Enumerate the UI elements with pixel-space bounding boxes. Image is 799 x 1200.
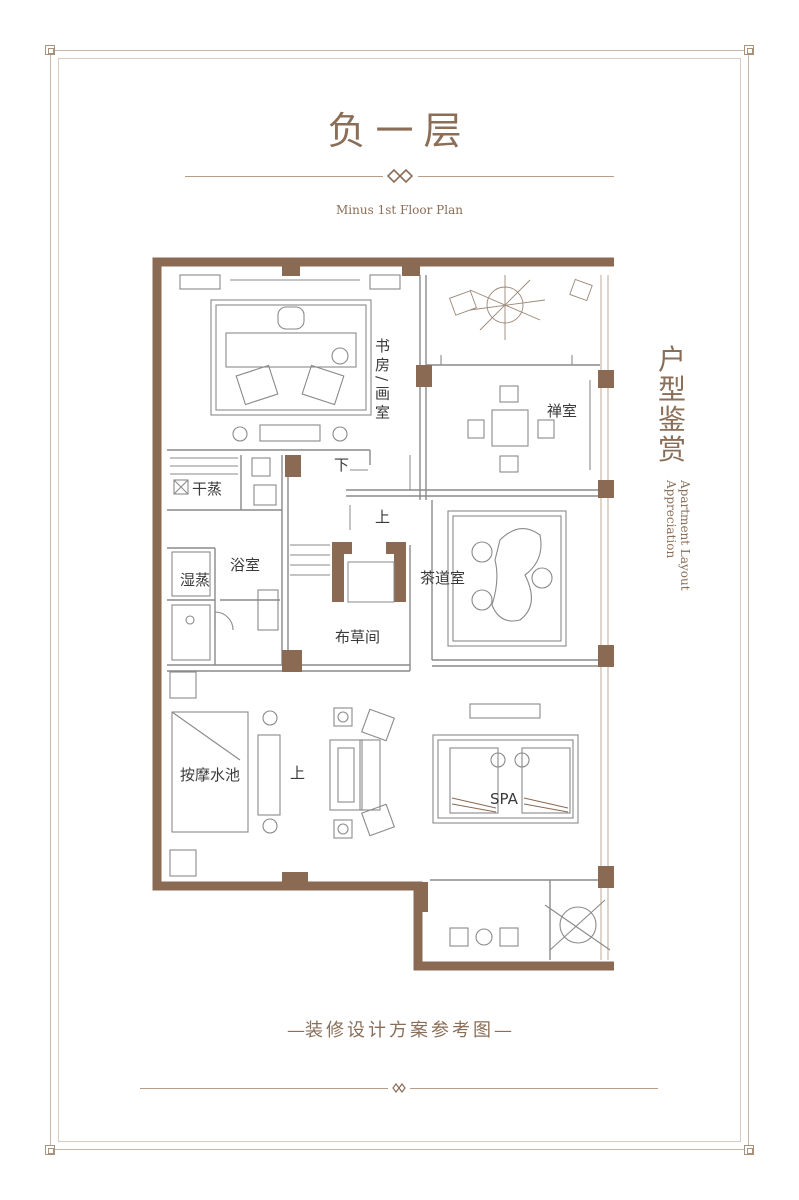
room-label-wet-sauna: 湿蒸 bbox=[180, 571, 210, 589]
tea-room-furniture bbox=[447, 510, 567, 647]
outer-frame bbox=[50, 50, 749, 1150]
interior-walls bbox=[167, 275, 600, 960]
footer-caption-text: 装修设计方案参考图 bbox=[305, 1020, 494, 1041]
title-rule-right bbox=[418, 176, 614, 177]
footer-knot-icon bbox=[392, 1083, 406, 1093]
spa-bed-hatching bbox=[451, 797, 569, 813]
footer-rule-left bbox=[140, 1088, 388, 1089]
page-title: 负一层 bbox=[327, 109, 472, 153]
stairs bbox=[290, 455, 411, 603]
room-label-pool: 按摩水池 bbox=[180, 766, 240, 784]
side-title-char: 赏 bbox=[657, 433, 686, 466]
east-edge bbox=[600, 275, 609, 960]
corner-ornament-top-right bbox=[744, 45, 754, 55]
side-title-char: 型 bbox=[657, 373, 686, 406]
room-label-down: 下 bbox=[334, 456, 349, 474]
room-label-bathroom: 浴室 bbox=[230, 556, 260, 574]
lounge-furniture bbox=[329, 707, 396, 839]
page-subtitle: Minus 1st Floor Plan bbox=[336, 203, 463, 217]
terrace-furniture bbox=[449, 899, 611, 951]
room-label-spa: SPA bbox=[490, 790, 519, 808]
knot-ornament-icon bbox=[386, 168, 414, 184]
footer-rule-right bbox=[410, 1088, 658, 1089]
side-title-char: 户 bbox=[657, 343, 686, 376]
room-label-pool-up: 上 bbox=[290, 764, 305, 782]
side-title: 户 型 鉴 赏 bbox=[652, 345, 692, 465]
room-label-tea: 茶道室 bbox=[420, 569, 465, 587]
footer-caption: —装修设计方案参考图— bbox=[287, 1020, 512, 1041]
spa-beds bbox=[432, 703, 579, 824]
room-label-dry-sauna: 干蒸 bbox=[192, 480, 222, 498]
study-furniture bbox=[179, 274, 401, 442]
title-rule-left bbox=[185, 176, 383, 177]
plant-top-icon bbox=[449, 275, 593, 340]
zen-room-furniture bbox=[440, 355, 591, 473]
side-title-char: 鉴 bbox=[657, 403, 686, 436]
corner-ornament-bottom-left bbox=[45, 1145, 55, 1155]
room-label-zen: 禅室 bbox=[547, 402, 577, 420]
room-label-up-stairs: 上 bbox=[375, 508, 390, 526]
bath-fixtures bbox=[170, 457, 279, 661]
room-label-study: 书房/画室 bbox=[373, 338, 391, 423]
structural-columns bbox=[282, 262, 614, 912]
side-english-label: Apartment Layout Appreciation bbox=[664, 480, 692, 591]
pool-fixtures bbox=[169, 671, 281, 877]
corner-ornament-top-left bbox=[45, 45, 55, 55]
inner-frame bbox=[58, 58, 741, 1142]
corner-ornament-bottom-right bbox=[744, 1145, 754, 1155]
room-label-linen: 布草间 bbox=[335, 628, 380, 646]
